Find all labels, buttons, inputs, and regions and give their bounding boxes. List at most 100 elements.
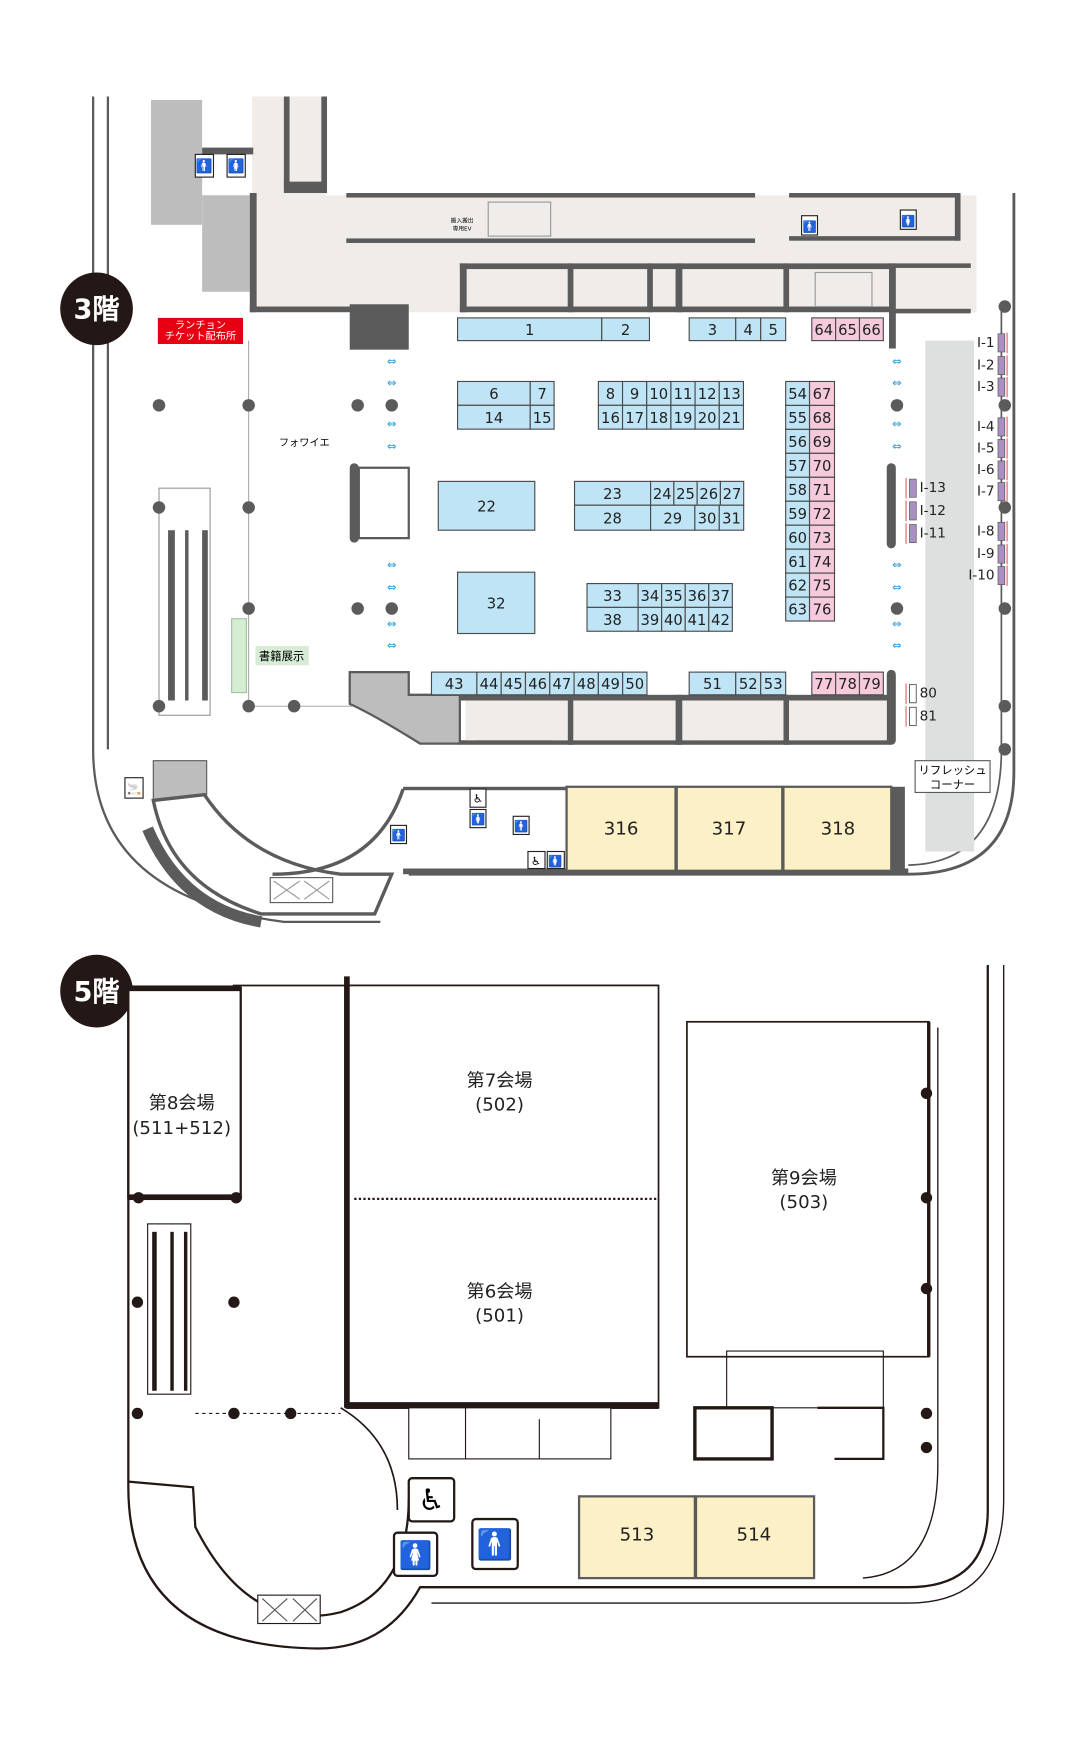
booth-37[interactable]: 37 [708, 582, 733, 608]
room-316[interactable]: 316 [565, 785, 677, 872]
booth-23[interactable]: 23 [573, 480, 652, 506]
hall-9[interactable]: 第9会場 (503) [686, 1020, 931, 1358]
booth-38[interactable]: 38 [586, 606, 639, 632]
booth-2[interactable]: 2 [601, 317, 651, 342]
booth-52[interactable]: 52 [735, 671, 762, 696]
booth-57[interactable]: 57 [785, 452, 811, 478]
booth-27[interactable]: 27 [719, 480, 745, 506]
booth-56[interactable]: 56 [785, 428, 811, 454]
booth-22[interactable]: 22 [437, 480, 536, 531]
hall-7-and-6[interactable] [344, 976, 660, 1409]
booth-66[interactable]: 66 [858, 317, 884, 342]
booth-53[interactable]: 53 [760, 671, 787, 696]
booth-50[interactable]: 50 [622, 671, 648, 696]
booth-6[interactable]: 6 [457, 380, 531, 406]
booth-34[interactable]: 34 [637, 582, 663, 608]
booth-14[interactable]: 14 [457, 404, 531, 430]
booth-33[interactable]: 33 [586, 582, 639, 608]
booth-79[interactable]: 79 [858, 671, 884, 696]
poster-I-5[interactable]: I-5 [977, 438, 1008, 459]
booth-7[interactable]: 7 [529, 380, 555, 406]
poster-I-8[interactable]: I-8 [977, 521, 1008, 542]
booth-71[interactable]: 71 [808, 476, 836, 502]
hall-7[interactable]: 第7会場 (502) [467, 1071, 533, 1116]
booth-42[interactable]: 42 [708, 606, 733, 632]
booth-43[interactable]: 43 [430, 671, 478, 696]
poster-I-2[interactable]: I-2 [977, 355, 1008, 376]
booth-77[interactable]: 77 [811, 671, 837, 696]
booth-8[interactable]: 8 [597, 380, 624, 406]
poster-I-1[interactable]: I-1 [977, 332, 1008, 354]
booth-30[interactable]: 30 [694, 504, 720, 531]
booth-41[interactable]: 41 [684, 606, 710, 632]
booth-45[interactable]: 45 [500, 671, 527, 696]
room-514[interactable]: 514 [694, 1495, 816, 1580]
booth-51[interactable]: 51 [688, 671, 737, 696]
booth-29[interactable]: 29 [650, 504, 696, 531]
booth-64[interactable]: 64 [811, 317, 837, 342]
booth-60[interactable]: 60 [785, 524, 811, 550]
booth-62[interactable]: 62 [785, 572, 811, 598]
booth-49[interactable]: 49 [597, 671, 624, 696]
booth-11[interactable]: 11 [670, 380, 696, 406]
poster-I-13[interactable]: I-13 [905, 477, 946, 499]
booth-40[interactable]: 40 [661, 606, 686, 632]
booth-18[interactable]: 18 [646, 404, 672, 430]
booth-75[interactable]: 75 [808, 572, 836, 598]
booth-70[interactable]: 70 [808, 452, 836, 478]
booth-47[interactable]: 47 [549, 671, 575, 696]
booth-63[interactable]: 63 [785, 596, 811, 622]
poster-I-6[interactable]: I-6 [977, 459, 1008, 481]
poster-I-4[interactable]: I-4 [977, 416, 1008, 438]
booth-25[interactable]: 25 [673, 480, 698, 506]
room-318[interactable]: 318 [782, 785, 893, 872]
booth-44[interactable]: 44 [476, 671, 502, 696]
room-513[interactable]: 513 [577, 1495, 696, 1580]
booth-3[interactable]: 3 [688, 317, 737, 342]
booth-16[interactable]: 16 [597, 404, 624, 430]
booth-67[interactable]: 67 [808, 380, 836, 406]
poster-I-7[interactable]: I-7 [977, 481, 1008, 502]
booth-78[interactable]: 78 [835, 671, 861, 696]
booth-10[interactable]: 10 [646, 380, 672, 406]
booth-72[interactable]: 72 [808, 500, 836, 526]
booth-36[interactable]: 36 [684, 582, 710, 608]
booth-35[interactable]: 35 [661, 582, 686, 608]
booth-12[interactable]: 12 [694, 380, 720, 406]
booth-13[interactable]: 13 [718, 380, 745, 406]
hall-8[interactable]: 第8会場 (511+512) [127, 985, 242, 1201]
booth-4[interactable]: 4 [735, 317, 762, 342]
booth-32[interactable]: 32 [457, 571, 536, 635]
booth-65[interactable]: 65 [835, 317, 861, 342]
booth-19[interactable]: 19 [670, 404, 696, 430]
poster-I-9[interactable]: I-9 [977, 543, 1008, 565]
poster-I-10[interactable]: I-10 [968, 565, 1008, 586]
booth-48[interactable]: 48 [573, 671, 599, 696]
poster-80[interactable]: 80 [905, 683, 937, 704]
poster-I-11[interactable]: I-11 [905, 523, 946, 544]
booth-61[interactable]: 61 [785, 548, 811, 574]
booth-9[interactable]: 9 [621, 380, 648, 406]
booth-1[interactable]: 1 [457, 317, 603, 342]
booth-31[interactable]: 31 [718, 504, 745, 531]
booth-39[interactable]: 39 [637, 606, 663, 632]
hall-6[interactable]: 第6会場 (501) [467, 1282, 533, 1327]
booth-24[interactable]: 24 [650, 480, 675, 506]
poster-81[interactable]: 81 [905, 706, 937, 727]
booth-28[interactable]: 28 [573, 504, 652, 531]
booth-55[interactable]: 55 [785, 404, 811, 430]
booth-59[interactable]: 59 [785, 500, 811, 526]
booth-76[interactable]: 76 [808, 596, 836, 622]
booth-54[interactable]: 54 [785, 380, 811, 406]
booth-46[interactable]: 46 [524, 671, 551, 696]
booth-26[interactable]: 26 [696, 480, 721, 506]
booth-20[interactable]: 20 [694, 404, 720, 430]
room-317[interactable]: 317 [675, 785, 784, 872]
poster-I-12[interactable]: I-12 [905, 500, 946, 522]
booth-74[interactable]: 74 [808, 548, 836, 574]
booth-69[interactable]: 69 [808, 428, 836, 454]
booth-68[interactable]: 68 [808, 404, 836, 430]
booth-17[interactable]: 17 [621, 404, 648, 430]
booth-73[interactable]: 73 [808, 524, 836, 550]
booth-5[interactable]: 5 [760, 317, 787, 342]
